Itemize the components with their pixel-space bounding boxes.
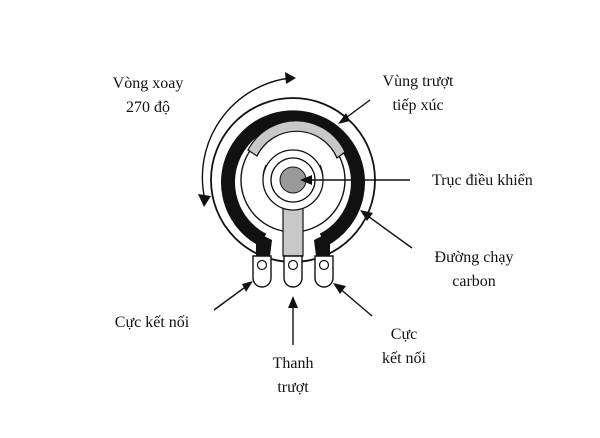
label-track-line2: carbon	[452, 273, 496, 290]
terminal-leg-left	[256, 232, 272, 256]
label-wiper-line1: Thanh	[273, 355, 314, 372]
wiper-arm	[282, 204, 304, 257]
label-terminal-left: Cực kết nối	[115, 314, 190, 331]
label-rotation-line1: Vòng xoay	[113, 75, 184, 92]
label-terminal-right-line1: Cực	[391, 326, 417, 343]
arrow-terminal-left	[213, 281, 253, 311]
arrow-control-shaft	[300, 175, 410, 185]
carbon-track	[221, 110, 365, 247]
label-rotation-line2: 270 độ	[126, 99, 170, 116]
label-track-line1: Đường chạy	[435, 249, 514, 266]
terminal-lug-center	[283, 255, 303, 288]
terminal-leg-right	[314, 232, 330, 256]
arrow-terminal-right	[333, 283, 373, 317]
potentiometer-body	[210, 97, 376, 288]
arrow-carbon-track	[360, 210, 413, 249]
terminal-lug-left	[252, 255, 272, 288]
label-contact-line2: tiếp xúc	[392, 97, 443, 114]
wiper-contact-arc	[247, 120, 346, 159]
terminal-lug-right	[314, 255, 334, 288]
rotation-arrow	[198, 72, 296, 207]
label-contact-line1: Vùng trượt	[383, 73, 454, 90]
label-control-shaft: Trục điều khiển	[432, 172, 533, 189]
arrow-wiper	[288, 296, 298, 345]
label-wiper-line2: trượt	[277, 379, 309, 396]
arrow-contact-area	[338, 99, 371, 124]
label-terminal-right-line2: kết nối	[382, 350, 427, 367]
